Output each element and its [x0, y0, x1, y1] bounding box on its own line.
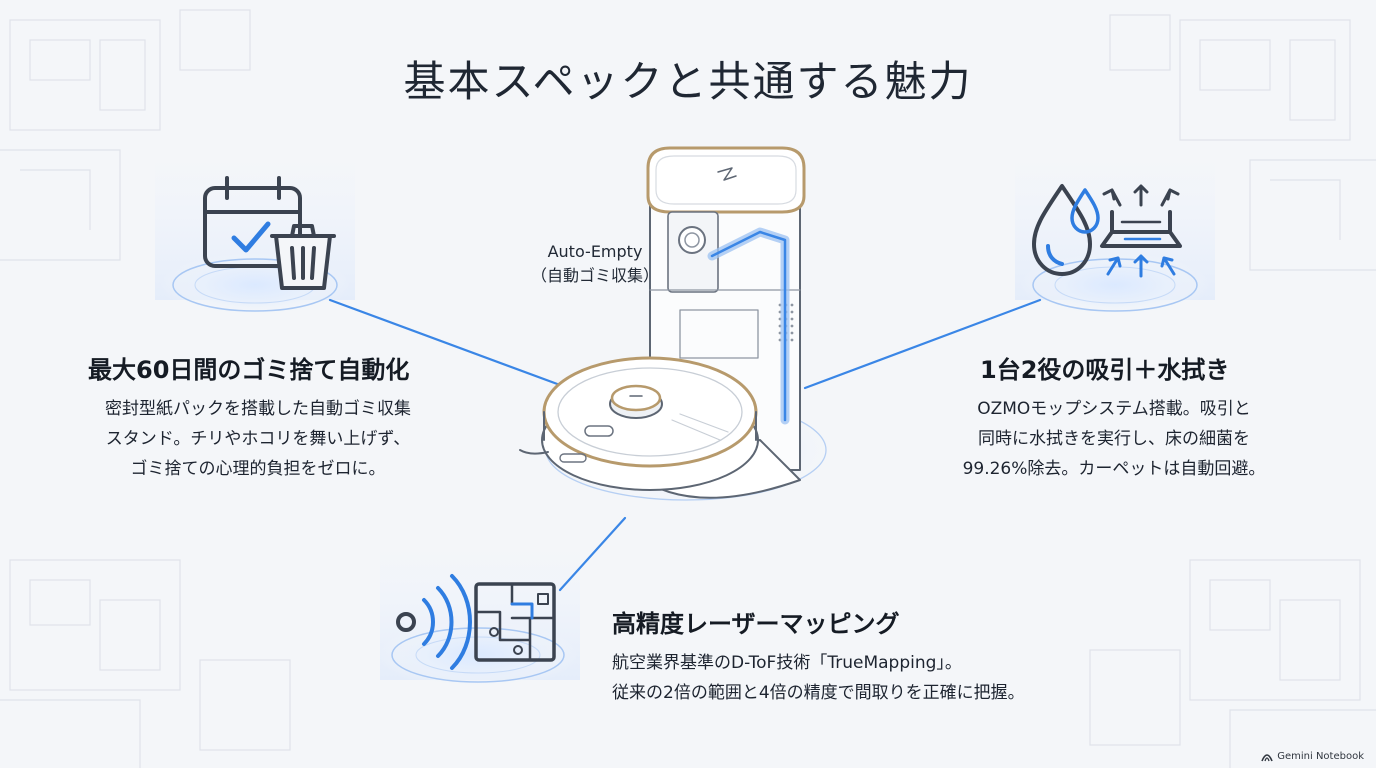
auto-empty-line-3: ゴミ捨ての心理的負担をゼロに。: [130, 459, 386, 479]
calendar-trash-icon: [203, 176, 336, 290]
mapping-description: 航空業界基準のD-ToF技術「TrueMapping」。 従来の2倍の範囲と4倍…: [612, 648, 1132, 708]
connector-lines: [328, 298, 1042, 592]
auto-empty-line-1: 密封型紙パックを搭載した自動ゴミ収集: [105, 399, 411, 419]
mopping-line-2: 同時に水拭きを実行し、床の細菌を: [978, 429, 1250, 449]
auto-empty-heading: 最大60日間のゴミ捨て自動化: [88, 356, 410, 384]
auto-empty-callout-line1: Auto-Empty: [547, 242, 643, 261]
brand-watermark: Gemini Notebook: [1261, 751, 1364, 762]
robot-vacuum-station-illustration: [519, 146, 806, 499]
page-title: 基本スペックと共通する魅力: [403, 57, 973, 106]
mopping-description: OZMOモップシステム搭載。吸引と 同時に水拭きを実行し、床の細菌を 99.26…: [934, 394, 1294, 484]
mapping-heading: 高精度レーザーマッピング: [612, 610, 900, 638]
auto-empty-callout: Auto-Empty （自動ゴミ収集）: [480, 240, 710, 288]
mapping-line-2: 従来の2倍の範囲と4倍の精度で間取りを正確に把握。: [612, 683, 1025, 703]
mopping-line-3: 99.26%除去。カーペットは自動回避。: [962, 459, 1266, 479]
auto-empty-description: 密封型紙パックを搭載した自動ゴミ収集 スタンド。チリやホコリを舞い上げず、 ゴミ…: [68, 394, 448, 484]
auto-empty-callout-line2: （自動ゴミ収集）: [530, 266, 659, 285]
mapping-line-1: 航空業界基準のD-ToF技術「TrueMapping」。: [612, 653, 962, 673]
laser-map-icon: [396, 574, 556, 670]
floorplan-pattern: [0, 9, 1376, 768]
gemini-logo-icon: [1261, 753, 1273, 761]
mopping-heading: 1台2役の吸引＋水拭き: [980, 356, 1230, 384]
mopping-line-1: OZMOモップシステム搭載。吸引と: [977, 399, 1251, 419]
water-drop-mop-icon: [1032, 184, 1182, 278]
brand-label: Gemini Notebook: [1277, 751, 1364, 762]
auto-empty-line-2: スタンド。チリやホコリを舞い上げず、: [105, 429, 411, 449]
